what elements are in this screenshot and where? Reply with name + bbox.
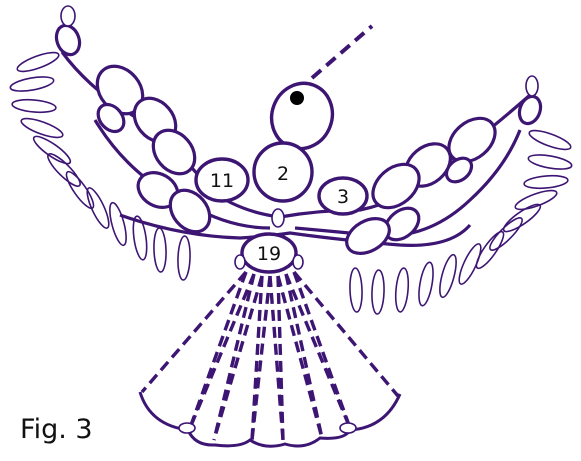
right-wing-picots bbox=[349, 129, 573, 315]
picot-loop bbox=[153, 227, 167, 273]
picot-loop bbox=[9, 76, 55, 92]
picot-loop bbox=[132, 215, 148, 261]
picot-loop bbox=[371, 269, 385, 315]
picot-loop bbox=[86, 187, 110, 229]
picot-loop bbox=[528, 129, 572, 151]
picot-loop bbox=[109, 201, 127, 247]
ring-label-19: 19 bbox=[257, 243, 281, 265]
ring-label-2: 2 bbox=[277, 163, 289, 185]
picot-loop bbox=[439, 253, 457, 299]
numbered-ring-3: 3 bbox=[317, 176, 369, 216]
left-wing-rings bbox=[54, 5, 212, 234]
picot-loop bbox=[177, 235, 191, 281]
picot-loop bbox=[47, 153, 81, 187]
left-wing-picots bbox=[9, 51, 191, 281]
junction-picots bbox=[178, 208, 357, 434]
picot-loop bbox=[523, 174, 569, 190]
picot-loop bbox=[458, 243, 482, 285]
tail-thread bbox=[212, 275, 264, 441]
picot-loop bbox=[514, 189, 558, 211]
head-ring bbox=[269, 81, 335, 151]
tail-thread bbox=[188, 273, 256, 429]
tail-thread bbox=[140, 270, 248, 394]
eye-icon bbox=[290, 91, 304, 105]
tail-dashed-threads bbox=[140, 270, 400, 441]
ring-label-11: 11 bbox=[210, 170, 234, 192]
tail-thread bbox=[292, 270, 400, 398]
picot-loop bbox=[16, 51, 60, 73]
figure-caption: Fig. 3 bbox=[20, 414, 93, 445]
tail-thread bbox=[250, 275, 272, 441]
picot-loop bbox=[394, 267, 410, 313]
numbered-ring-11: 11 bbox=[194, 157, 250, 203]
picot-loop bbox=[527, 154, 573, 170]
picot-loop bbox=[489, 217, 523, 251]
picot-loop bbox=[418, 261, 434, 307]
tail-scallops bbox=[138, 391, 402, 448]
picot-loop bbox=[349, 267, 363, 313]
picot-loop bbox=[475, 230, 505, 270]
ring-label-3: 3 bbox=[337, 186, 349, 208]
picot-loop bbox=[20, 117, 64, 139]
right-wing-rings bbox=[345, 75, 543, 255]
numbered-ring-2: 2 bbox=[252, 141, 314, 203]
tail-thread bbox=[284, 273, 324, 439]
picot-loop bbox=[502, 203, 542, 233]
tail-ring-19: 19 bbox=[240, 232, 298, 274]
tail-thread bbox=[292, 271, 352, 429]
tail-thread bbox=[276, 275, 285, 441]
picot-loop bbox=[65, 170, 95, 210]
beak-dashed-thread bbox=[310, 24, 374, 80]
picot-loop bbox=[11, 98, 57, 114]
